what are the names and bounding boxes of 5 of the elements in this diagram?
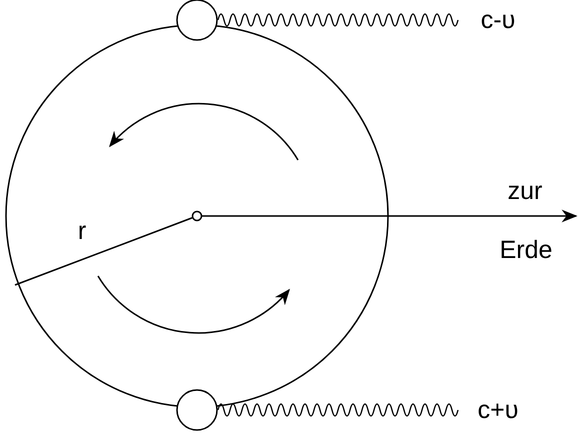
velocity-label: c-υ bbox=[480, 6, 516, 34]
velocity-label: c+υ bbox=[478, 396, 518, 424]
direction-label: zur bbox=[508, 177, 542, 205]
direction-label: Erde bbox=[500, 236, 552, 264]
radius-label: r bbox=[78, 217, 86, 245]
